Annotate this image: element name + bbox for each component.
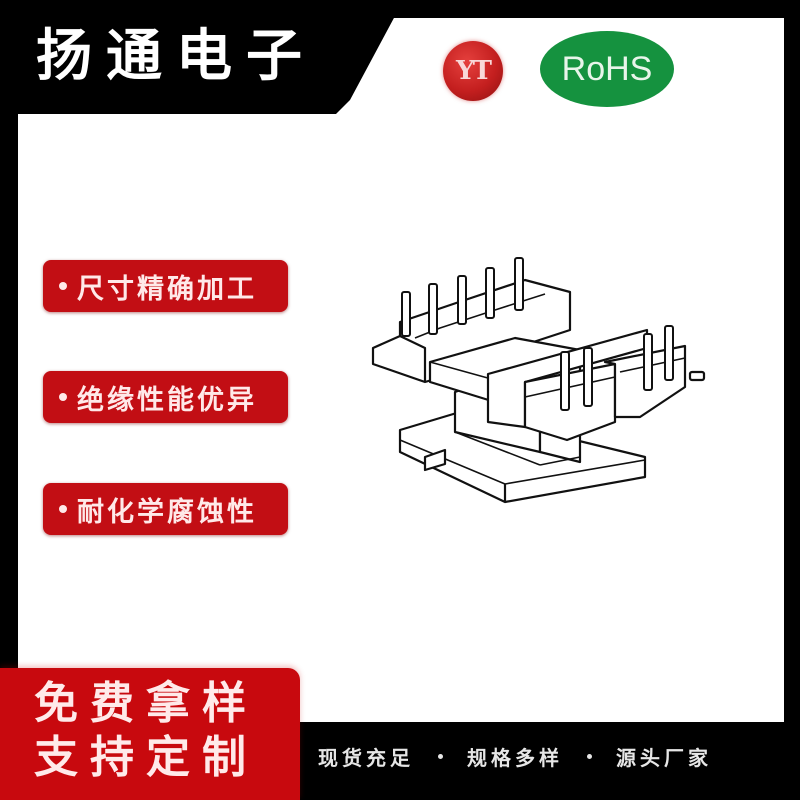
feature-badge-insulation: 绝缘性能优异 bbox=[43, 371, 288, 423]
bullet-icon bbox=[59, 393, 67, 401]
transformer-bobbin-drawing bbox=[371, 257, 706, 504]
tagline-source-factory: 源头厂家 bbox=[616, 746, 712, 770]
rohs-label: RoHS bbox=[561, 49, 653, 88]
bullet-icon bbox=[59, 282, 67, 290]
header-banner bbox=[0, 0, 420, 114]
yt-logo-icon: YT bbox=[443, 41, 503, 101]
promo-free-sample: 免费拿样 bbox=[34, 678, 258, 729]
feature-badge-chemical-resistance: 耐化学腐蚀性 bbox=[43, 483, 288, 535]
feature-badge-precision: 尺寸精确加工 bbox=[43, 260, 288, 312]
promo-panel: 免费拿样 支持定制 bbox=[0, 668, 300, 800]
feature-label: 尺寸精确加工 bbox=[77, 273, 257, 305]
tagline-variety: 规格多样 bbox=[467, 746, 563, 770]
separator-dot-icon bbox=[438, 754, 443, 759]
feature-label: 耐化学腐蚀性 bbox=[77, 496, 257, 528]
tagline-in-stock: 现货充足 bbox=[318, 746, 414, 770]
separator-dot-icon bbox=[587, 754, 592, 759]
promo-customization: 支持定制 bbox=[34, 732, 258, 783]
feature-label: 绝缘性能优异 bbox=[77, 384, 257, 416]
bullet-icon bbox=[59, 505, 67, 513]
rohs-badge: RoHS bbox=[540, 31, 674, 107]
brand-title: 扬通电子 bbox=[36, 24, 316, 89]
logo-text: YT bbox=[456, 56, 492, 86]
footer-taglines: 现货充足 规格多样 源头厂家 bbox=[318, 742, 712, 771]
